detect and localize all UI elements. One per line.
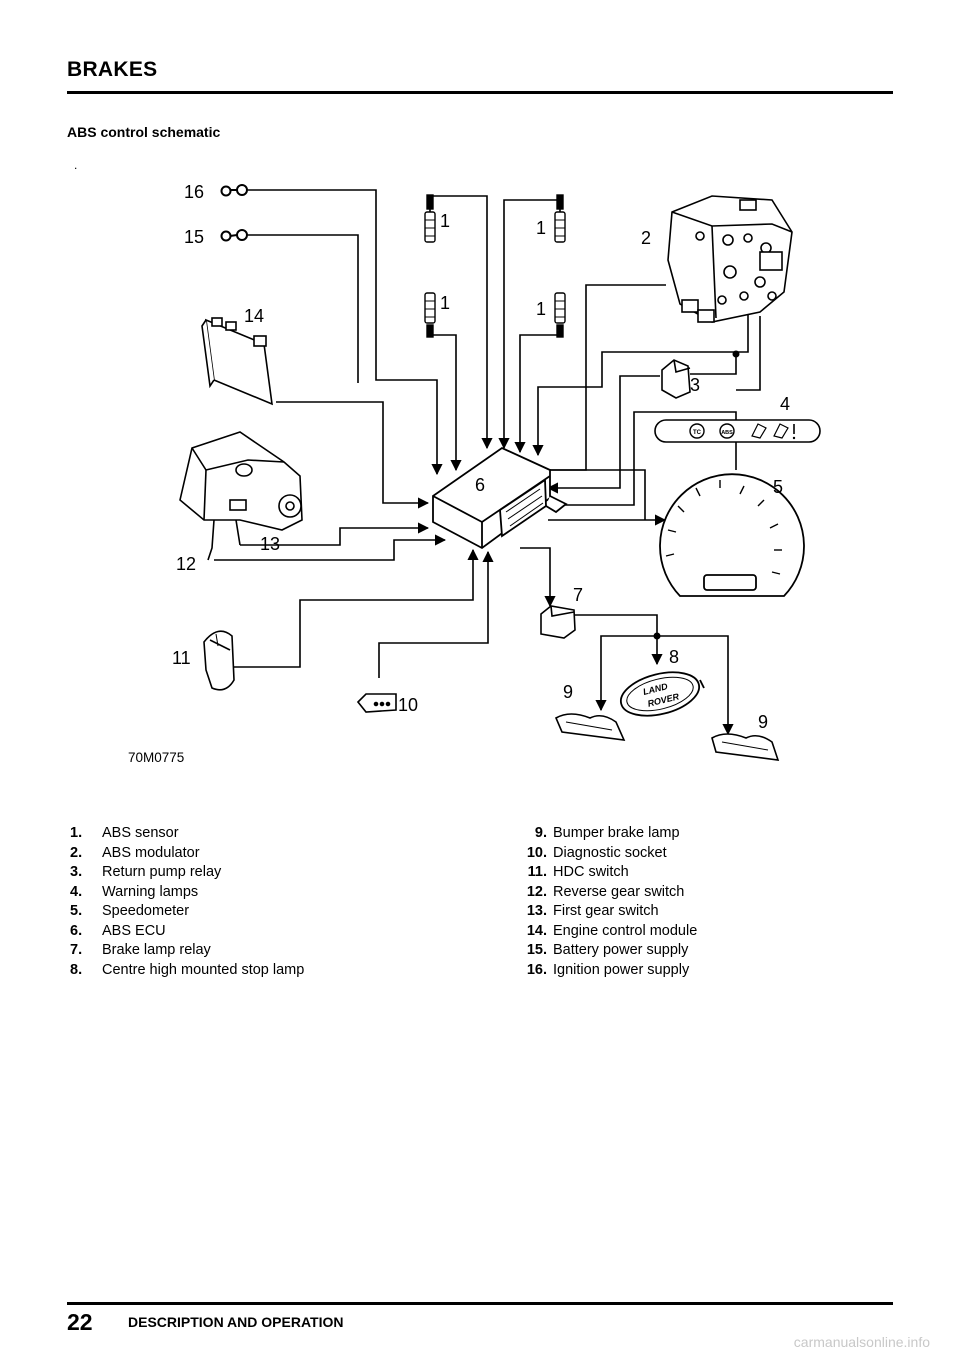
section-title: BRAKES <box>67 58 158 81</box>
legend-text: Diagnostic socket <box>553 844 667 861</box>
callout-12: 12 <box>176 554 196 574</box>
lamp-tc-icon: TC <box>693 430 702 436</box>
legend-number: 16. <box>526 961 547 978</box>
callout-2: 2 <box>641 228 651 248</box>
legend-number: 15. <box>526 942 547 958</box>
legend-left: 1. ABS sensor 2. ABS modulator 3. Return pu… <box>70 824 304 980</box>
legend-item: 2. ABS modulator <box>70 844 304 864</box>
callout-6: 6 <box>475 475 485 495</box>
hdc-switch <box>203 630 235 691</box>
legend-text: Reverse gear switch <box>553 883 685 900</box>
legend-item: 11. HDC switch <box>520 863 697 883</box>
legend-text: Warning lamps <box>102 883 199 900</box>
abs-modulator <box>667 195 793 323</box>
page-number: 22 <box>67 1309 93 1335</box>
return-pump-relay <box>661 359 691 399</box>
speedometer <box>659 473 805 597</box>
legend-right: 9. Bumper brake lamp 10. Diagnostic socket… <box>520 824 697 980</box>
legend-text: Centre high mounted stop lamp <box>102 961 305 978</box>
legend-item: 6. ABS ECU <box>70 922 304 942</box>
watermark: carmanualsonline.info <box>793 1334 930 1350</box>
legend-text: ABS sensor <box>102 825 179 841</box>
legend-item: 8. Centre high mounted stop lamp <box>70 961 304 981</box>
callout-16: 16 <box>184 182 204 202</box>
legend-item: 16. Ignition power supply <box>520 961 697 981</box>
callout-9b: 9 <box>758 712 768 732</box>
legend-text: Brake lamp relay <box>102 942 211 958</box>
callout-10: 10 <box>398 695 418 715</box>
page-subtitle: ABS control schematic <box>67 124 221 140</box>
brake-lamp-relay <box>540 605 576 639</box>
legend-number: 7. <box>70 942 83 958</box>
top-rule <box>67 91 893 94</box>
legend-item: 15. Battery power supply <box>520 941 697 961</box>
legend-number: 5. <box>70 903 83 919</box>
legend-number: 8. <box>70 961 83 978</box>
legend-number: 9. <box>534 825 547 841</box>
callout-13: 13 <box>260 534 280 554</box>
callout-11: 11 <box>172 648 191 668</box>
callout-15: 15 <box>184 227 204 247</box>
legend-text: Bumper brake lamp <box>553 825 680 841</box>
legend-item: 13. First gear switch <box>520 902 697 922</box>
legend-number: 4. <box>70 883 83 900</box>
callout-5: 5 <box>773 477 783 497</box>
callout-1a: 1 <box>440 211 450 231</box>
figure-reference: 70M0775 <box>128 750 184 765</box>
legend-item: 9. Bumper brake lamp <box>520 824 697 844</box>
legend-text: Battery power supply <box>553 942 689 958</box>
legend-number: 1. <box>70 825 83 841</box>
callout-9a: 9 <box>563 682 573 702</box>
legend-item: 14. Engine control module <box>520 922 697 942</box>
legend-item: 5. Speedometer <box>70 902 304 922</box>
legend-item: 7. Brake lamp relay <box>70 941 304 961</box>
callout-7: 7 <box>573 585 583 605</box>
bottom-rule <box>67 1302 893 1305</box>
legend-number: 11. <box>527 864 547 880</box>
legend-text: HDC switch <box>553 864 629 880</box>
diagnostic-socket <box>356 693 397 713</box>
gearbox <box>179 431 303 561</box>
legend-item: 3. Return pump relay <box>70 863 304 883</box>
junction-dots <box>653 350 740 640</box>
callout-8: 8 <box>669 647 679 667</box>
legend-text: Speedometer <box>102 903 190 919</box>
sensor-ribs <box>425 219 565 318</box>
legend-item: 12. Reverse gear switch <box>520 883 697 903</box>
legend-number: 3. <box>70 864 83 880</box>
warning-lamp-panel <box>654 419 821 443</box>
lamp-abs-icon: ABS <box>721 430 733 436</box>
legend-number: 10. <box>526 844 547 861</box>
engine-control-module <box>201 317 273 406</box>
legend-text: Engine control module <box>553 922 698 939</box>
legend-text: Ignition power supply <box>553 961 690 978</box>
legend-number: 13. <box>526 903 547 919</box>
legend-number: 2. <box>70 844 83 861</box>
callout-1c: 1 <box>536 218 546 238</box>
power-connectors <box>220 184 248 242</box>
legend-item: 1. ABS sensor <box>70 824 304 844</box>
stray-dot: . <box>74 158 78 172</box>
callout-3: 3 <box>690 375 700 395</box>
legend-number: 12. <box>526 883 547 900</box>
legend-number: 14. <box>526 922 547 939</box>
callout-labels: 16 15 14 1 1 1 1 2 3 4 5 6 7 8 9 9 10 11… <box>172 182 790 732</box>
legend-text: ABS ECU <box>102 922 166 939</box>
bumper-lamps <box>554 713 780 761</box>
chmsl-badge <box>619 671 705 717</box>
legend-item: 4. Warning lamps <box>70 883 304 903</box>
footer-section: DESCRIPTION AND OPERATION <box>128 1314 344 1330</box>
callout-4: 4 <box>780 394 790 414</box>
legend-text: First gear switch <box>553 903 659 919</box>
wiring <box>214 189 761 736</box>
abs-schematic-diagram: TC ABS <box>128 182 821 765</box>
abs-ecu <box>432 446 568 550</box>
legend-number: 6. <box>70 922 83 939</box>
legend-text: Return pump relay <box>102 864 222 880</box>
legend-text: ABS modulator <box>102 844 200 861</box>
callout-1d: 1 <box>536 299 546 319</box>
legend-item: 10. Diagnostic socket <box>520 844 697 864</box>
callout-14: 14 <box>244 306 264 326</box>
callout-1b: 1 <box>440 293 450 313</box>
